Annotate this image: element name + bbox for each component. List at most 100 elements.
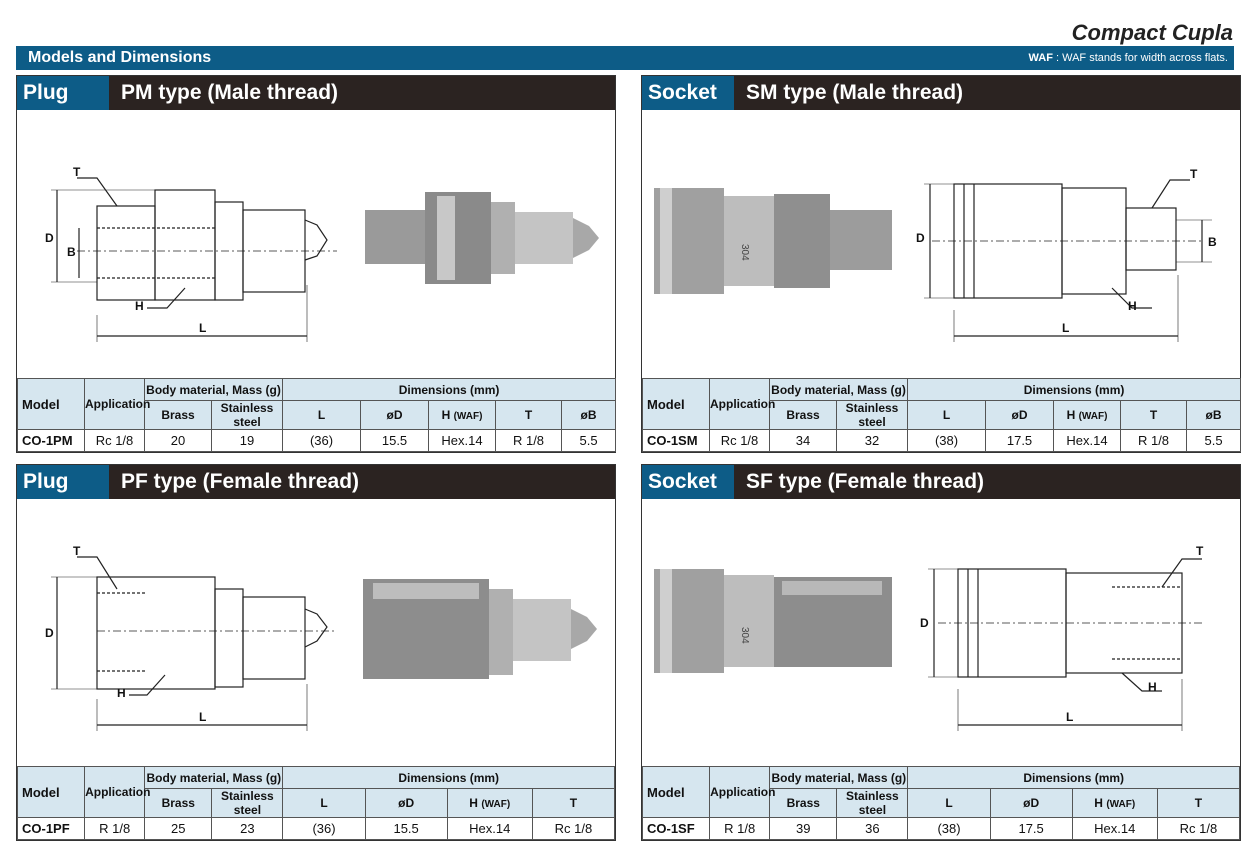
th-model: Model (641, 766, 711, 818)
dim-label-d: D (45, 626, 54, 640)
dim-label-l: L (1062, 321, 1069, 335)
th-stainless: Stainless steel (211, 788, 284, 818)
th-d: øD (364, 788, 448, 818)
figure: T D B H L (17, 110, 615, 382)
figure: 304 T D (642, 110, 1240, 382)
th-model: Model (642, 378, 710, 430)
th-brass: Brass (769, 400, 837, 430)
dim-label-t: T (1190, 167, 1198, 181)
dim-label-l: L (199, 710, 206, 724)
th-application: Application (84, 378, 150, 430)
dim-label-d: D (916, 231, 925, 245)
th-dimensions: Dimensions (mm) (907, 378, 1242, 401)
dim-label-h: H (1128, 299, 1137, 313)
panel-header: Socket SM type (Male thread) (642, 76, 1240, 110)
panel-category: Socket (642, 76, 734, 110)
dim-label-h: H (117, 686, 126, 700)
th-model: Model (16, 766, 86, 818)
panel-type: SF type (Female thread) (746, 470, 985, 493)
th-b: øB (1186, 400, 1242, 430)
plug-pm-photo (365, 192, 599, 284)
th-b: øB (561, 400, 617, 430)
dim-label-b: B (67, 245, 76, 259)
dim-label-d: D (45, 231, 54, 245)
panel-category: Plug (17, 76, 109, 110)
th-model: Model (17, 378, 85, 430)
dim-label-d: D (920, 616, 929, 630)
dim-label-l: L (1066, 710, 1073, 724)
th-body-material: Body material, Mass (g) (144, 766, 284, 789)
th-stainless: Stainless steel (835, 400, 909, 430)
plug-pf-drawing: T D H L (45, 544, 597, 731)
th-l: L (282, 400, 362, 430)
th-body-material: Body material, Mass (g) (769, 766, 909, 789)
panel-plug-pm: Plug PM type (Male thread) (16, 75, 617, 453)
th-brass: Brass (144, 400, 212, 430)
spec-table: Model Application Body material, Mass (g… (16, 766, 616, 840)
th-dimensions: Dimensions (mm) (907, 766, 1240, 789)
th-t: T (1120, 400, 1188, 430)
spec-table: Model Application Body material, Mass (g… (641, 766, 1241, 840)
dim-label-l: L (199, 321, 206, 335)
th-l: L (282, 788, 366, 818)
th-stainless: Stainless steel (210, 400, 284, 430)
th-h: H (WAF) (1071, 788, 1158, 818)
dim-label-t: T (73, 544, 81, 558)
th-brass: Brass (144, 788, 213, 818)
socket-sm-photo: 304 (654, 188, 892, 294)
table-row: CO-1PF R 1/8 25 23 (36) 15.5 Hex.14 Rc 1… (16, 817, 616, 840)
th-t: T (531, 788, 616, 818)
panel-header: Plug PM type (Male thread) (17, 76, 615, 110)
waf-note: WAF : WAF stands for width across flats. (1028, 52, 1229, 64)
panel-type: PF type (Female thread) (121, 470, 360, 493)
photo-grade: 304 (739, 244, 750, 261)
th-body-material: Body material, Mass (g) (768, 378, 909, 401)
section-header: Models and Dimensions WAF : WAF stands f… (16, 46, 1234, 70)
dim-label-h: H (1148, 680, 1157, 694)
th-stainless: Stainless steel (836, 788, 909, 818)
table-row: CO-1PM Rc 1/8 20 19 (36) 15.5 Hex.14 R 1… (17, 429, 617, 452)
photo-grade: 304 (739, 627, 750, 644)
th-dimensions: Dimensions (mm) (282, 378, 617, 401)
th-body-material: Body material, Mass (g) (143, 378, 284, 401)
panel-category: Socket (642, 465, 734, 499)
dim-label-h: H (135, 299, 144, 313)
socket-sm-drawing: 304 T D (654, 167, 1217, 342)
plug-pm-drawing: T D B H L (45, 165, 599, 342)
panel-socket-sf: Socket SF type (Female thread) 304 (641, 464, 1241, 841)
th-application: Application (709, 766, 775, 818)
table-row: CO-1SF R 1/8 39 36 (38) 17.5 Hex.14 Rc 1… (641, 817, 1241, 840)
panel-type: PM type (Male thread) (121, 81, 339, 104)
th-l: L (907, 788, 991, 818)
table-row: CO-1SM Rc 1/8 34 32 (38) 17.5 Hex.14 R 1… (642, 429, 1242, 452)
th-dimensions: Dimensions (mm) (282, 766, 615, 789)
panel-socket-sm: Socket SM type (Male thread) 304 (641, 75, 1242, 453)
th-d: øD (985, 400, 1055, 430)
dim-label-b: B (1208, 235, 1217, 249)
figure: T D H L (17, 499, 615, 771)
dim-label-t: T (73, 165, 81, 179)
brand-title: Compact Cupla (1071, 20, 1233, 45)
section-title: Models and Dimensions (28, 49, 212, 66)
dim-label-t: T (1196, 544, 1204, 558)
panel-header: Plug PF type (Female thread) (17, 465, 615, 499)
th-l: L (907, 400, 987, 430)
th-d: øD (360, 400, 430, 430)
panel-plug-pf: Plug PF type (Female thread) T (16, 464, 616, 841)
th-h: H (WAF) (446, 788, 533, 818)
socket-sf-photo: 304 (654, 569, 892, 673)
th-brass: Brass (769, 788, 838, 818)
th-application: Application (709, 378, 775, 430)
th-d: øD (989, 788, 1073, 818)
th-application: Application (84, 766, 150, 818)
panel-category: Plug (17, 465, 109, 499)
spec-table: Model Application Body material, Mass (g… (642, 378, 1242, 452)
plug-pf-photo (363, 579, 597, 679)
th-t: T (1156, 788, 1241, 818)
panel-type: SM type (Male thread) (746, 81, 964, 104)
socket-sf-drawing: 304 T D H L (654, 544, 1204, 731)
th-h: H (WAF) (428, 400, 497, 430)
panel-header: Socket SF type (Female thread) (642, 465, 1240, 499)
figure: 304 T D H L (642, 499, 1240, 771)
th-h: H (WAF) (1053, 400, 1122, 430)
